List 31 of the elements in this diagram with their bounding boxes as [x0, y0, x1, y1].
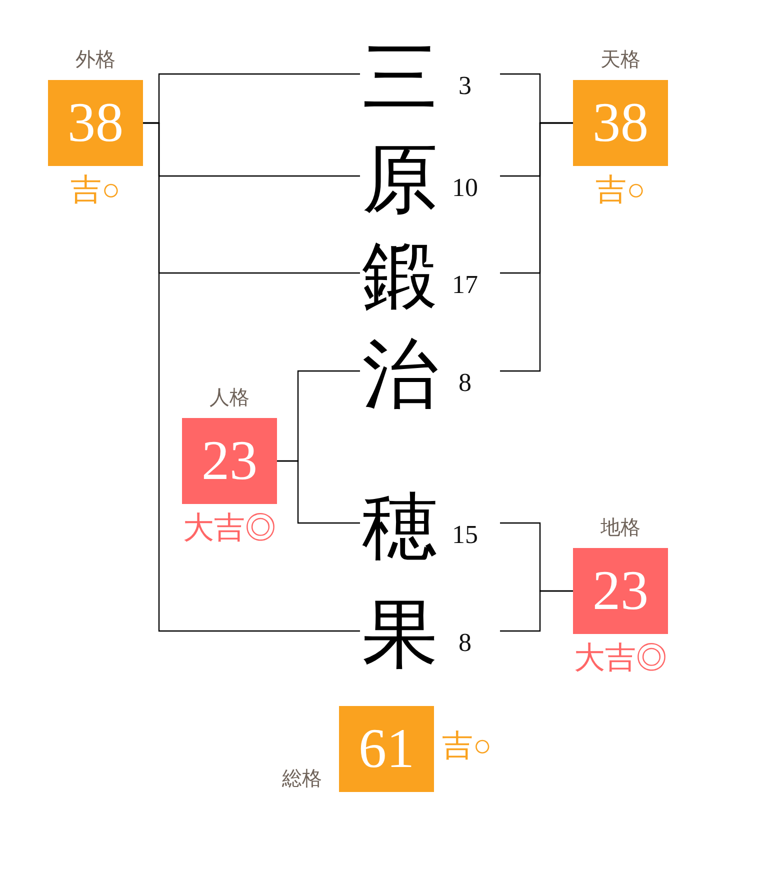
category-label: 地格: [600, 514, 640, 540]
score-box: 23: [182, 418, 277, 504]
name-character: 治: [361, 333, 439, 417]
stroke-count: 15: [452, 520, 478, 550]
score-box: 61: [339, 706, 434, 792]
stroke-count: 17: [452, 270, 478, 300]
bracket-line: [143, 122, 360, 632]
category-label: 総格: [282, 765, 322, 791]
category-label: 外格: [76, 46, 116, 72]
name-character: 三: [361, 36, 439, 120]
stroke-count: 8: [458, 628, 472, 658]
bracket-line: [500, 590, 573, 632]
stroke-count: 3: [458, 71, 472, 101]
fortune-label: 吉○: [70, 172, 120, 208]
name-character: 果: [361, 593, 439, 677]
fortune-label: 大吉◎: [574, 640, 667, 676]
category-label: 天格: [600, 46, 640, 72]
score-box: 38: [573, 80, 668, 166]
name-character: 原: [361, 138, 439, 222]
score-box: 38: [48, 80, 143, 166]
bracket-line: [277, 460, 360, 524]
stroke-count: 10: [452, 173, 478, 203]
fortune-label: 大吉◎: [183, 510, 276, 546]
name-character: 穂: [361, 485, 439, 569]
fortune-label: 吉○: [596, 172, 646, 208]
category-label: 人格: [210, 384, 250, 410]
name-character: 鍛: [361, 235, 439, 319]
bracket-line: [500, 122, 573, 372]
stroke-count: 8: [458, 368, 472, 398]
score-box: 23: [573, 548, 668, 634]
fortune-label: 吉○: [442, 728, 492, 764]
